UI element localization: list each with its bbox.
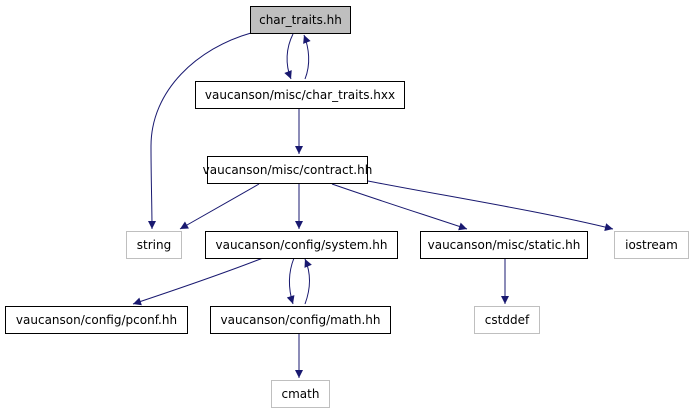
- node-static-hh[interactable]: vaucanson/misc/static.hh: [420, 231, 588, 259]
- node-contract-hh-box: [207, 156, 368, 184]
- node-system-hh[interactable]: vaucanson/config/system.hh: [205, 231, 398, 259]
- node-cmath-label: cmath: [282, 387, 320, 401]
- edge-contract-hh-to-static-hh: [331, 183, 468, 231]
- node-cmath-box: [271, 380, 330, 408]
- edges-layer: [132, 32, 614, 378]
- node-cstddef-label: cstddef: [485, 313, 530, 327]
- node-string-box: [126, 231, 182, 259]
- node-static-hh-box: [420, 231, 588, 259]
- node-math-hh-label: vaucanson/config/math.hh: [220, 313, 380, 327]
- node-math-hh[interactable]: vaucanson/config/math.hh: [210, 306, 391, 334]
- edge-char-traits-hxx-to-char-traits-hh: [303, 34, 311, 80]
- edge-system-hh-to-math-hh: [286, 257, 295, 305]
- edge-math-hh-to-system-hh: [304, 258, 312, 305]
- node-pconf-hh-box: [5, 306, 188, 334]
- node-system-hh-box: [205, 231, 398, 259]
- edge-system-hh-to-pconf-hh: [132, 257, 264, 306]
- node-contract-hh[interactable]: vaucanson/misc/contract.hh: [203, 156, 373, 184]
- node-string: string: [126, 231, 182, 259]
- node-cstddef: cstddef: [474, 306, 540, 334]
- node-contract-hh-label: vaucanson/misc/contract.hh: [203, 163, 373, 177]
- node-cstddef-box: [474, 306, 540, 334]
- node-char-traits-hxx[interactable]: vaucanson/misc/char_traits.hxx: [195, 81, 405, 109]
- node-iostream: iostream: [614, 231, 689, 259]
- node-system-hh-label: vaucanson/config/system.hh: [215, 238, 387, 252]
- node-char-traits-hh-box: [250, 6, 351, 34]
- node-pconf-hh[interactable]: vaucanson/config/pconf.hh: [5, 306, 188, 334]
- node-static-hh-label: vaucanson/misc/static.hh: [428, 238, 581, 252]
- node-math-hh-box: [210, 306, 391, 334]
- node-iostream-box: [614, 231, 689, 259]
- nodes-layer: char_traits.hh vaucanson/misc/char_traits…: [5, 6, 689, 408]
- node-cmath: cmath: [271, 380, 330, 408]
- node-pconf-hh-label: vaucanson/config/pconf.hh: [16, 313, 177, 327]
- edge-contract-hh-to-string: [179, 183, 260, 230]
- node-string-label: string: [137, 238, 171, 252]
- edge-char-traits-hh-to-string: [147, 32, 252, 230]
- node-char-traits-hh-label: char_traits.hh: [259, 13, 342, 27]
- node-char-traits-hxx-box: [195, 81, 405, 109]
- node-char-traits-hxx-label: vaucanson/misc/char_traits.hxx: [205, 88, 395, 102]
- edge-char-traits-hh-to-char-traits-hxx: [284, 33, 294, 80]
- node-iostream-label: iostream: [625, 238, 678, 252]
- edge-contract-hh-to-iostream: [367, 180, 614, 231]
- node-char-traits-hh[interactable]: char_traits.hh: [250, 6, 351, 34]
